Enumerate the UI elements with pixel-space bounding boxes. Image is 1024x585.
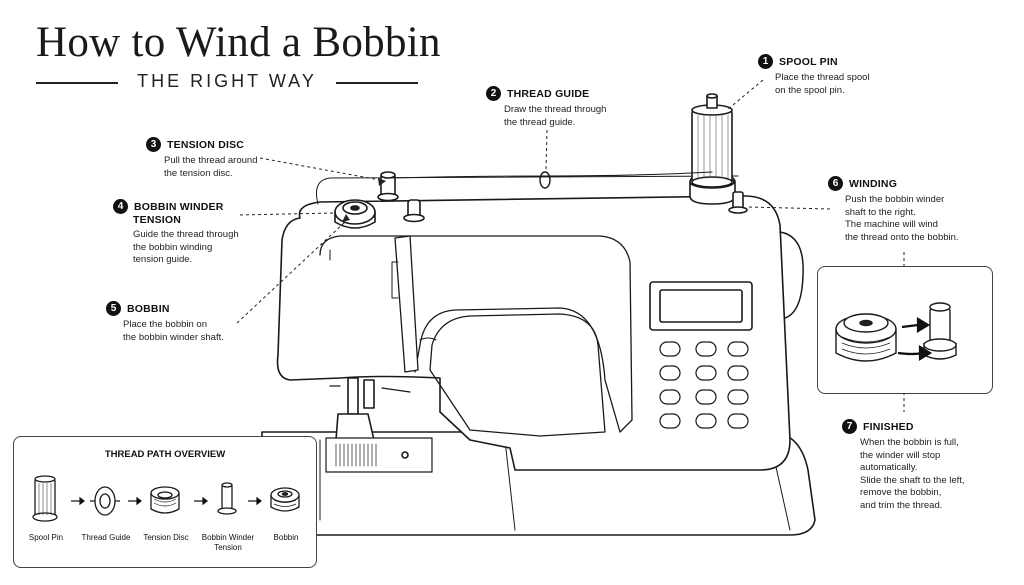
step-desc-line: the winder will stop [860,449,941,461]
step-number-badge: 4 [113,199,128,214]
step-desc-line: the bobbin winding [133,241,213,253]
leader-1 [726,79,764,111]
thread-path-overview: THREAD PATH OVERVIEW [13,436,317,568]
step-title: THREAD GUIDE [507,87,590,100]
step-desc-line: the thread onto the bobbin. [845,231,959,243]
subtitle-rule-left [36,82,118,84]
page-title: How to Wind a Bobbin [36,19,441,66]
step-desc-line: Place the bobbin on [123,319,207,330]
step-desc-line: shaft to the right. [845,206,916,218]
step-6: 6 WINDING Push the bobbin winder shaft to… [828,176,959,244]
step-number-badge: 2 [486,86,501,101]
subtitle-row: THE RIGHT WAY [36,70,418,96]
keypad-buttons [659,341,749,429]
step-3: 3 TENSION DISC Pull the thread around the… [146,137,257,180]
step-title: BOBBIN [127,302,170,315]
overview-arrows [71,496,262,506]
overview-label-bobbin: Bobbin [273,533,299,542]
bobbin-winder-tension-icon [217,482,237,515]
leader-5 [236,221,346,324]
step-desc-line: The machine will wind [845,219,938,230]
step-desc-line: the thread guide. [504,116,576,128]
step-title: BOBBIN WINDER [134,200,224,213]
leader-6 [747,206,831,210]
step-desc-line: the bobbin winder shaft. [123,331,224,343]
winding-inset [817,266,993,394]
overview-label-line: Bobbin Winder [201,533,255,542]
overview-label-bobbin-winder-tension: Bobbin Winder Tension [198,533,258,553]
thread-line [387,171,713,179]
step-desc-line: Place the thread spool [775,72,870,83]
overview-label-spool-pin: Spool Pin [28,533,64,542]
arm-opening [429,313,606,437]
step-number-badge: 7 [842,419,857,434]
thread-guide-icon [90,486,120,516]
step-number-badge: 6 [828,176,843,191]
step-desc-line: Push the bobbin winder [845,194,945,205]
step-5: 5 BOBBIN Place the bobbin on the bobbin w… [106,301,224,344]
step-title: TENSION DISC [167,138,245,151]
step-title: FINISHED [863,420,914,433]
step-desc-line: automatically. [860,462,918,473]
step-title: SPOOL PIN [779,55,838,68]
tension-disc-icon [150,486,180,514]
overview-label-line: Tension [214,543,242,552]
step-number-badge: 3 [146,137,161,152]
step-number-badge: 1 [758,54,773,69]
step-title: WINDING [849,177,898,190]
leader-4 [239,212,336,216]
page-subtitle: THE RIGHT WAY [137,71,317,91]
step-1: 1 SPOOL PIN Place the thread spool on the… [758,54,870,97]
step-desc-line: Slide the shaft to the left, [860,474,965,486]
spool-pin-icon [32,475,58,522]
step-desc-line: tension guide. [133,254,193,265]
subtitle-rule-right [336,82,418,84]
step-desc-line: When the bobbin is full, [860,437,959,448]
step-number-badge: 5 [106,301,121,316]
bobbin-icon [270,487,300,512]
step-desc-line: Draw the thread through [504,104,607,115]
step-desc-line: Guide the thread through [133,229,239,240]
step-2: 2 THREAD GUIDE Draw the thread through th… [486,86,606,129]
step-4: 4 BOBBIN WINDER TENSION Guide the thread … [113,199,239,267]
step-desc-line: remove the bobbin, [860,487,942,498]
hand-wheel [779,231,804,319]
thread-guide [539,171,551,189]
step-desc-line: on the spool pin. [775,84,845,96]
winding-detail-illustration [835,302,957,362]
overview-label-thread-guide: Thread Guide [81,533,131,542]
step-title-line2: TENSION [133,214,182,226]
overview-icons [32,475,300,522]
leader-2 [545,129,548,171]
step-desc-line: and trim the thread. [860,499,943,511]
leader-3 [259,157,381,181]
overview-label-tension-disc: Tension Disc [143,533,189,542]
step-7: 7 FINISHED When the bobbin is full, the w… [842,419,965,512]
overview-title: THREAD PATH OVERVIEW [104,449,226,460]
step-desc-line: the tension disc. [164,167,233,179]
step-desc-line: Pull the thread around [164,155,258,166]
